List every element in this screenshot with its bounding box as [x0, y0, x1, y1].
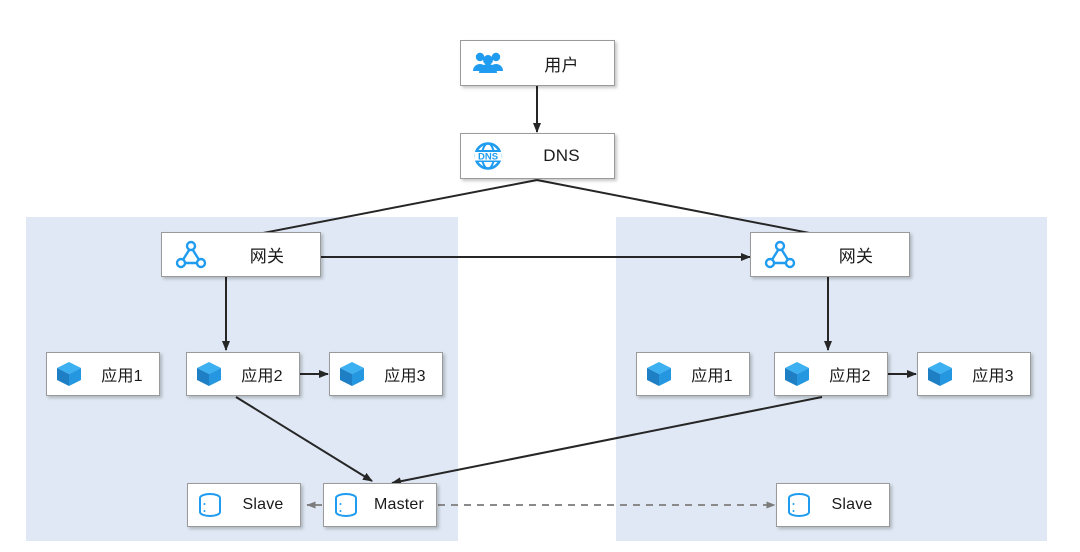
node-app-left-3-label: 应用3: [384, 368, 426, 385]
users-icon: [461, 51, 515, 75]
gateway-icon: [162, 240, 220, 270]
node-user[interactable]: 用户: [460, 40, 615, 86]
node-app-left-2[interactable]: 应用2: [186, 352, 300, 396]
node-gateway-right-label: 网关: [838, 247, 874, 266]
gateway-icon: [751, 240, 809, 270]
node-app-right-2[interactable]: 应用2: [774, 352, 888, 396]
database-icon: [777, 491, 821, 519]
database-icon: [324, 491, 368, 519]
node-db-slave-right[interactable]: Slave: [776, 483, 890, 527]
node-user-label: 用户: [544, 55, 579, 75]
node-app-right-1[interactable]: 应用1: [636, 352, 750, 396]
node-app-right-2-label: 应用2: [829, 368, 871, 385]
cube-icon: [47, 360, 91, 388]
node-dns-label: DNS: [543, 146, 580, 165]
node-db-master[interactable]: Master: [323, 483, 437, 527]
cube-icon: [637, 360, 681, 388]
node-gateway-left-label: 网关: [249, 247, 285, 266]
node-app-right-3[interactable]: 应用3: [917, 352, 1031, 396]
cube-icon: [330, 360, 374, 388]
cube-icon: [187, 360, 231, 388]
node-app-left-1-label: 应用1: [101, 368, 143, 385]
node-app-left-3[interactable]: 应用3: [329, 352, 443, 396]
node-app-left-2-label: 应用2: [241, 368, 283, 385]
cube-icon: [918, 360, 962, 388]
node-db-slave-left[interactable]: Slave: [187, 483, 301, 527]
database-icon: [188, 491, 232, 519]
node-db-slave-right-label: Slave: [831, 496, 873, 513]
dns-globe-icon: DNS: [461, 141, 515, 171]
node-gateway-right[interactable]: 网关: [750, 232, 910, 277]
node-db-master-label: Master: [373, 496, 425, 513]
node-db-slave-left-label: Slave: [242, 496, 284, 513]
node-app-left-1[interactable]: 应用1: [46, 352, 160, 396]
svg-text:DNS: DNS: [478, 152, 498, 163]
node-dns[interactable]: DNS DNS: [460, 133, 615, 179]
cube-icon: [775, 360, 819, 388]
node-gateway-left[interactable]: 网关: [161, 232, 321, 277]
node-app-right-3-label: 应用3: [972, 368, 1014, 385]
node-app-right-1-label: 应用1: [691, 368, 733, 385]
